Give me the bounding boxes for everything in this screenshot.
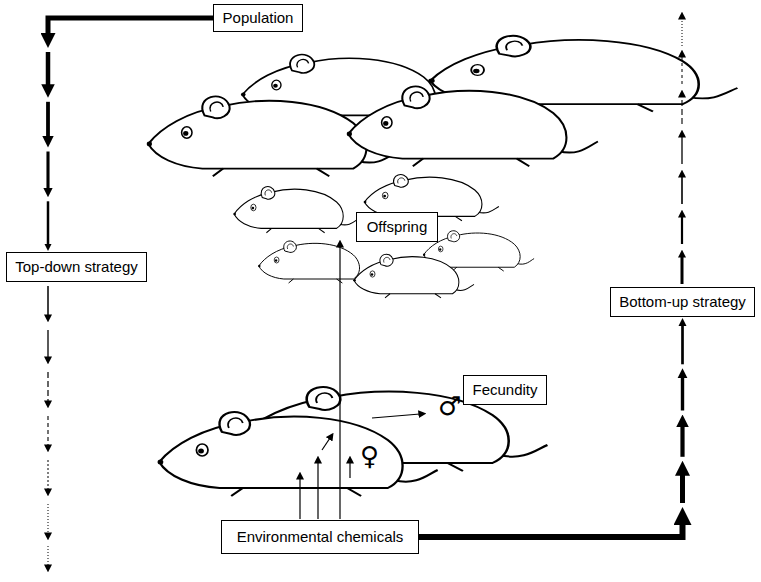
trend-arrow xyxy=(47,372,48,402)
internal-arrow xyxy=(372,414,420,418)
trend-arrow xyxy=(681,176,683,204)
connector-segment xyxy=(48,18,213,36)
connector-segment xyxy=(47,201,50,245)
box-label: Bottom-up strategy xyxy=(619,293,746,311)
trend-arrow xyxy=(48,460,49,490)
trend-arrow xyxy=(681,136,682,164)
female-symbol: ♀ xyxy=(360,442,379,470)
trend-arrow xyxy=(681,216,683,244)
rat xyxy=(347,86,598,166)
trend-arrow xyxy=(47,286,49,316)
strategy-box: Bottom-up strategy xyxy=(610,287,755,317)
connector-segment xyxy=(681,325,684,365)
connector-segment xyxy=(681,376,684,410)
box-label: Top-down strategy xyxy=(15,258,138,276)
exposure-arrow xyxy=(299,478,300,519)
trend-arrow xyxy=(681,256,684,284)
rat-pup xyxy=(353,254,474,298)
strategy-box: Top-down strategy xyxy=(6,252,147,282)
trend-arrow xyxy=(681,96,682,124)
population-box: Population xyxy=(213,4,303,32)
rat-pup xyxy=(233,187,359,233)
connector-segment xyxy=(46,102,50,139)
connector-segment xyxy=(680,473,685,503)
exposure-arrow xyxy=(339,246,340,519)
box-label: Environmental chemicals xyxy=(237,528,404,546)
box-label: Offspring xyxy=(367,218,428,236)
chemicals-box: Environmental chemicals xyxy=(221,520,419,554)
trend-arrow xyxy=(47,330,48,358)
flow-connector xyxy=(48,18,213,245)
offspring-box: Offspring xyxy=(356,212,438,242)
connector-segment xyxy=(46,52,51,87)
flow-connector xyxy=(419,325,683,538)
internal-arrow xyxy=(322,438,330,450)
fecundity-box: Fecundity xyxy=(463,375,547,405)
trend-arrow xyxy=(682,18,683,46)
connector-segment xyxy=(419,521,683,537)
trend-arrow xyxy=(48,504,49,534)
trend-arrow xyxy=(47,416,48,446)
connector-segment xyxy=(46,152,49,190)
trend-arrow xyxy=(48,546,49,566)
box-label: Population xyxy=(223,9,294,27)
connector-segment xyxy=(680,425,684,457)
female-rat xyxy=(158,412,438,496)
internal-arrow xyxy=(349,462,350,478)
male-symbol: ♂ xyxy=(438,392,461,420)
trend-arrow xyxy=(682,56,683,84)
box-label: Fecundity xyxy=(472,381,537,399)
exposure-arrow xyxy=(317,462,318,519)
